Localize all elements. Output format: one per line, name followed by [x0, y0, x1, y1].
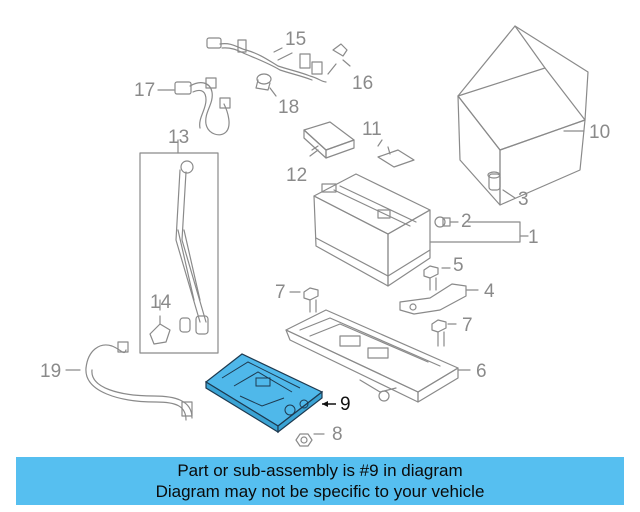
hold-down-group-box [139, 152, 219, 354]
nut-part [295, 433, 325, 447]
positive-cable-part [65, 341, 193, 421]
banner-line-disclaimer: Diagram may not be specific to your vehi… [155, 482, 485, 501]
callout-3[interactable]: 3 [518, 189, 529, 210]
vent-part [434, 216, 459, 228]
callout-7b[interactable]: 7 [462, 315, 473, 336]
callout-8[interactable]: 8 [332, 424, 343, 445]
clip-part [332, 43, 351, 67]
pad-part [377, 146, 415, 168]
callout-12[interactable]: 12 [286, 165, 308, 186]
terminal-cover-part [303, 121, 355, 159]
grommet-part [255, 73, 277, 97]
callout-14[interactable]: 14 [150, 292, 172, 313]
sensor-part [149, 315, 171, 345]
negative-cable-part [174, 77, 231, 136]
tray-insulator-part-9[interactable] [204, 353, 324, 434]
bolt-7a-part [289, 287, 319, 313]
callout-18[interactable]: 18 [278, 97, 300, 118]
callout-9[interactable]: 9 [340, 394, 351, 415]
banner-line-part: Part or sub-assembly is #9 in diagram [177, 461, 463, 480]
parts-diagram [65, 25, 589, 447]
callout-2[interactable]: 2 [461, 211, 472, 232]
callout-16[interactable]: 16 [352, 73, 374, 94]
plug-part [487, 171, 516, 199]
hold-down-bracket-part [399, 283, 479, 315]
bolt-5-part [423, 265, 451, 291]
callout-6[interactable]: 6 [476, 361, 487, 382]
callout-7a[interactable]: 7 [275, 282, 286, 303]
callout-11[interactable]: 11 [362, 119, 382, 140]
cable-harness-part [206, 37, 327, 83]
callout-10[interactable]: 10 [589, 122, 611, 143]
callout-17[interactable]: 17 [134, 80, 156, 101]
bolt-7b-part [431, 319, 457, 347]
callout-4[interactable]: 4 [484, 281, 495, 302]
battery-cover-part [457, 25, 589, 206]
callout-1[interactable]: 1 [528, 227, 539, 248]
callout-5[interactable]: 5 [453, 255, 464, 276]
battery-part [313, 173, 431, 287]
battery-tray-part [285, 309, 471, 403]
callout-13[interactable]: 13 [168, 127, 190, 148]
callout-15[interactable]: 15 [285, 29, 307, 50]
info-banner: Part or sub-assembly is #9 in diagram Di… [16, 457, 624, 505]
callout-19[interactable]: 19 [40, 361, 62, 382]
